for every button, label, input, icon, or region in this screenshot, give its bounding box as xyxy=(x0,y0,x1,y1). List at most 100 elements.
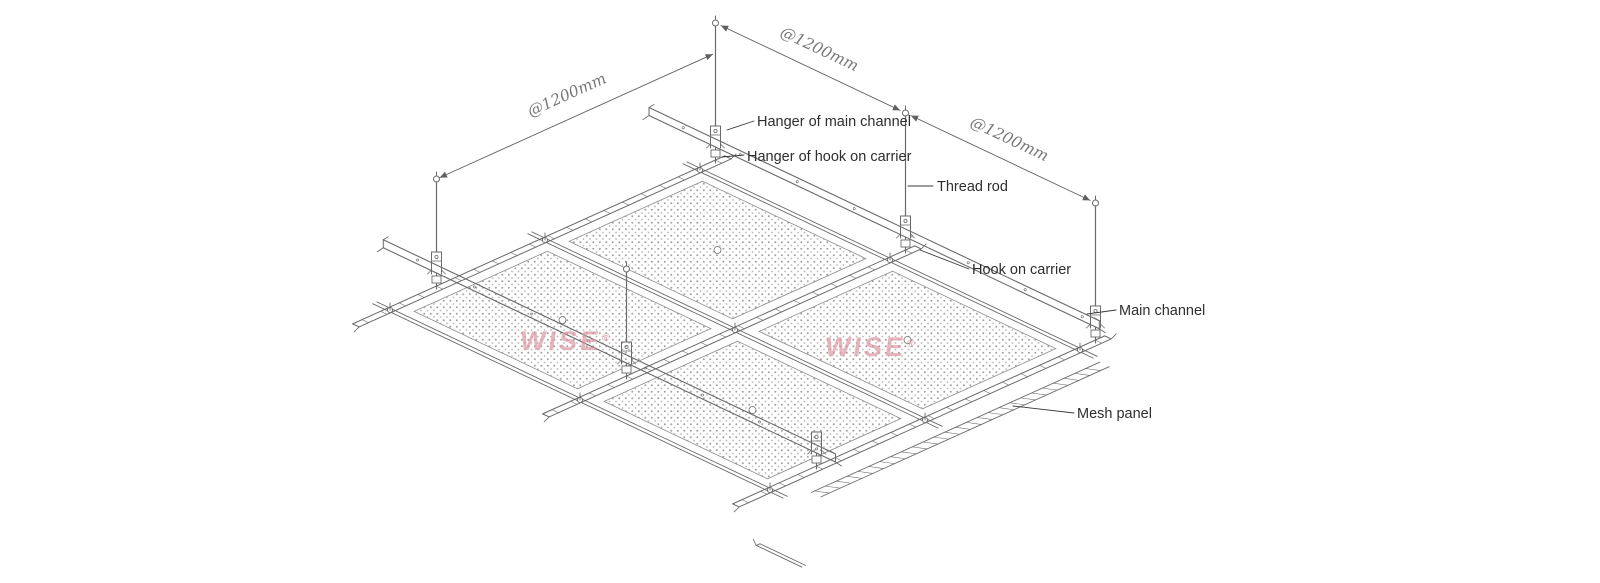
watermark-text: WISE xyxy=(823,331,908,362)
linework-line xyxy=(896,233,901,239)
label-main-channel: Main channel xyxy=(1119,303,1205,319)
linework-line xyxy=(622,201,630,206)
linework-line xyxy=(361,319,369,324)
linework-line xyxy=(901,451,917,455)
linework-line xyxy=(1086,309,1117,315)
linework-line xyxy=(755,544,803,568)
dimension-lines xyxy=(439,25,1091,201)
linework-line xyxy=(816,465,824,470)
linework-circle xyxy=(712,19,719,27)
linework-line xyxy=(719,333,727,338)
linework-rect xyxy=(811,455,822,464)
linework-circle xyxy=(903,336,912,344)
linework-line xyxy=(721,154,745,158)
linework-line xyxy=(1110,333,1117,340)
linework-line xyxy=(542,245,916,415)
linework-line xyxy=(1042,387,1058,391)
linework-line xyxy=(814,490,830,494)
linework-line xyxy=(659,184,667,189)
linework-line xyxy=(529,243,537,248)
label-hook-on-carrier: Hook on carrier xyxy=(972,262,1071,278)
linework-line xyxy=(910,115,1091,201)
mesh-panels xyxy=(413,180,1057,480)
linework-line xyxy=(644,367,652,372)
linework-line xyxy=(910,233,915,239)
linework-line xyxy=(626,375,634,380)
carrier-grid xyxy=(352,153,1117,568)
linework-line xyxy=(774,308,782,313)
linework-line xyxy=(382,236,389,241)
linework-line xyxy=(1020,397,1036,401)
linework-circle xyxy=(758,420,761,424)
linework-line xyxy=(663,358,671,363)
linework-line xyxy=(737,325,745,330)
linework-line xyxy=(733,506,740,513)
linework-line xyxy=(547,235,555,240)
linework-circle xyxy=(738,153,742,157)
watermarks: WISE® WISE® xyxy=(518,325,919,362)
linework-line xyxy=(914,245,922,250)
linework-line xyxy=(352,155,726,325)
linework-circle xyxy=(713,128,718,133)
linework-circle xyxy=(903,218,908,223)
label-mesh-panel: Mesh panel xyxy=(1077,406,1152,422)
linework-line xyxy=(436,285,444,290)
linework-line xyxy=(846,476,863,479)
linework-line xyxy=(955,427,971,430)
linework-rect xyxy=(431,275,442,284)
linework-line xyxy=(922,441,939,445)
linework-line xyxy=(890,456,906,460)
linework-line xyxy=(417,294,425,298)
linework-circle xyxy=(623,265,630,273)
linework-circle xyxy=(748,406,757,414)
linework-line xyxy=(927,415,935,420)
linework-line xyxy=(830,283,838,288)
linework-line xyxy=(752,539,757,546)
linework-circle xyxy=(644,366,647,370)
linework-line xyxy=(1085,368,1101,371)
wise-watermark: WISE® xyxy=(823,331,919,362)
linework-line xyxy=(976,417,993,420)
linework-line xyxy=(1002,381,1010,386)
linework-circle xyxy=(530,312,533,316)
linework-line xyxy=(1012,405,1075,414)
linework-line xyxy=(700,342,708,346)
linework-line xyxy=(879,461,895,464)
linework-line xyxy=(542,413,550,418)
linework-line xyxy=(1086,323,1091,329)
linework-circle xyxy=(434,254,439,259)
linework-line xyxy=(760,490,768,495)
linework-line xyxy=(726,120,755,131)
linework-circle xyxy=(1092,199,1099,207)
linework-line xyxy=(382,247,837,463)
linework-circle xyxy=(624,344,629,349)
linework-circle xyxy=(814,434,819,439)
linework-line xyxy=(909,423,917,428)
linework-line xyxy=(871,440,879,445)
linework-circle xyxy=(713,246,722,254)
linework-line xyxy=(380,310,388,315)
linework-line xyxy=(778,482,786,487)
linework-line xyxy=(919,249,970,270)
wise-watermark: WISE® xyxy=(518,325,614,356)
linework-line xyxy=(640,193,648,198)
linework-line xyxy=(853,448,861,453)
linework-line xyxy=(427,269,432,275)
linework-line xyxy=(382,239,837,455)
linework-circle xyxy=(1080,315,1084,319)
linework-line xyxy=(1074,373,1091,376)
linework-line xyxy=(439,53,714,179)
linework-line xyxy=(867,266,875,271)
linework-line xyxy=(584,218,592,223)
linework-line xyxy=(835,461,842,467)
linework-line xyxy=(964,398,972,403)
linework-line xyxy=(797,474,805,478)
linework-circle xyxy=(473,285,476,289)
linework-line xyxy=(617,359,622,365)
watermark-registered-mark: ® xyxy=(601,332,614,344)
linework-line xyxy=(966,422,982,425)
linework-line xyxy=(1095,339,1103,344)
